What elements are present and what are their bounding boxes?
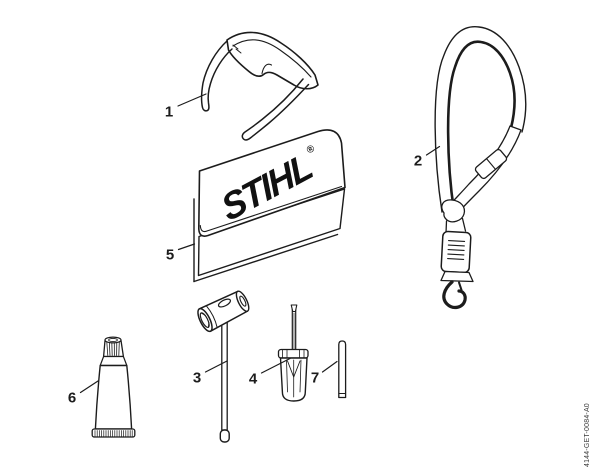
glasses-left-temple <box>200 40 233 112</box>
callout-7: 7 <box>311 360 338 387</box>
bag-bottom-edge-outer <box>193 233 339 283</box>
callout-4-number: 4 <box>249 371 258 388</box>
callout-2-number: 2 <box>414 153 422 170</box>
callout-1: 1 <box>165 93 207 121</box>
callout-3-leader <box>204 360 228 373</box>
strap-hook-base <box>440 270 474 283</box>
callout-4-leader <box>260 357 291 374</box>
glasses-vent-slots <box>232 44 242 54</box>
pin-figure <box>338 340 347 399</box>
wrench-top-slot <box>217 298 232 308</box>
grease-tube-figure <box>91 336 136 438</box>
callout-6: 6 <box>68 380 99 407</box>
callout-7-leader <box>321 360 338 373</box>
strap-adjuster-buckle <box>474 148 508 180</box>
callout-6-leader <box>79 380 99 394</box>
callout-5-number: 5 <box>166 247 174 264</box>
screwdriver-ferrule <box>277 348 309 359</box>
callout-5-leader <box>177 243 196 251</box>
wrench-socket-head <box>197 290 250 333</box>
bag-flap <box>198 129 346 237</box>
strap-lower-band <box>445 217 467 234</box>
strap-snap-hook <box>442 280 467 310</box>
callout-1-number: 1 <box>165 104 173 121</box>
wrench-shaft-tip <box>219 429 230 443</box>
tube-crimp-base <box>91 428 136 438</box>
callout-1-leader <box>177 93 207 107</box>
tube-body <box>94 364 133 430</box>
callout-5: 5 <box>166 243 196 264</box>
tube-cap-top <box>104 336 122 344</box>
pin-rod <box>338 340 347 399</box>
callout-7-number: 7 <box>311 370 319 387</box>
glasses-nose-bridge <box>261 63 273 75</box>
strap-label-plate <box>440 230 472 274</box>
glasses-right-temple <box>241 78 310 141</box>
tube-shoulder <box>99 355 128 367</box>
strap-hook-gate <box>458 281 463 291</box>
tool-bag-figure: STIHL ® <box>193 129 346 283</box>
strap-loop-inner-edge <box>446 40 516 213</box>
combination-wrench-figure <box>197 290 250 443</box>
bag-flap-inner-line <box>199 185 343 233</box>
glasses-frame <box>226 31 319 90</box>
strap-fold-loop <box>441 199 466 223</box>
strap-loop-outer-edge <box>434 26 527 213</box>
screwdriver-tip <box>290 304 298 313</box>
wrench-shaft <box>221 321 228 431</box>
callout-4: 4 <box>249 357 291 388</box>
safety-glasses-figure <box>200 31 319 141</box>
callout-3: 3 <box>193 360 228 387</box>
glasses-browbar-line <box>232 39 312 78</box>
callout-3-number: 3 <box>193 370 201 387</box>
shoulder-strap-figure <box>434 26 527 310</box>
callouts: 1 2 3 4 5 6 7 <box>68 93 441 407</box>
callout-2: 2 <box>414 145 441 170</box>
screwdriver-figure <box>277 304 309 402</box>
drawing-number: 4144-GET-0084-A0 <box>584 403 591 467</box>
callout-2-leader <box>425 145 441 156</box>
callout-6-number: 6 <box>68 390 76 407</box>
